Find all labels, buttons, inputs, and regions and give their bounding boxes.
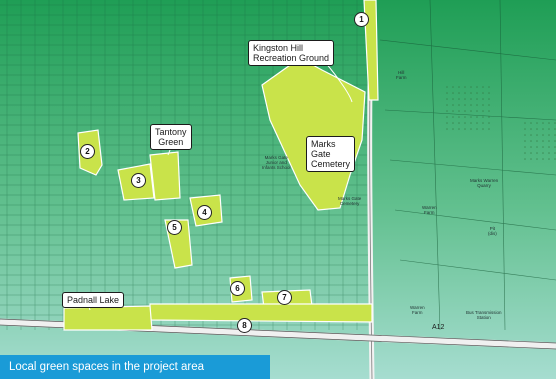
label-pit-disused: Pit (dis) bbox=[488, 226, 497, 236]
woodland bbox=[445, 85, 490, 130]
marker-7[interactable]: 7 bbox=[277, 290, 292, 305]
woodland bbox=[520, 120, 556, 160]
green-spaces bbox=[63, 0, 379, 331]
callout-kingston-hill: Kingston Hill Recreation Ground bbox=[248, 40, 335, 66]
label-warren-farm: Warren Farm bbox=[410, 305, 425, 315]
map-caption: Local green spaces in the project area bbox=[0, 355, 270, 379]
green-space-8 bbox=[149, 303, 373, 323]
label-a12: A12 bbox=[432, 324, 445, 331]
green-space-padnall bbox=[63, 305, 153, 331]
green-space-tantony bbox=[149, 151, 181, 201]
label-hill-farm: Hill Farm bbox=[396, 70, 407, 80]
field-boundaries bbox=[379, 0, 556, 331]
green-space-cemetery bbox=[261, 57, 366, 211]
label-warren-farm-top: Warren Farm bbox=[422, 205, 437, 215]
marker-3[interactable]: 3 bbox=[131, 173, 146, 188]
label-marks-gate-school: Marks Gate Junior and Infants School bbox=[262, 155, 291, 170]
marker-2[interactable]: 2 bbox=[80, 144, 95, 159]
green-space-1 bbox=[363, 0, 379, 101]
marker-5[interactable]: 5 bbox=[167, 220, 182, 235]
callout-tantony-green: Tantony Green bbox=[150, 124, 192, 150]
label-marks-gate-cemetery-small: Marks Gate Cemetery bbox=[338, 196, 362, 206]
label-marks-warren-quarry: Marks Warren Quarry bbox=[470, 178, 499, 188]
label-bus-station: Bus Transmission Station bbox=[466, 310, 502, 320]
marker-1[interactable]: 1 bbox=[354, 12, 369, 27]
marker-8[interactable]: 8 bbox=[237, 318, 252, 333]
callout-marks-gate-cemetery: Marks Gate Cemetery bbox=[306, 136, 356, 172]
callout-padnall-lake: Padnall Lake bbox=[62, 292, 125, 308]
leader-kingston bbox=[324, 61, 353, 103]
marker-6[interactable]: 6 bbox=[230, 281, 245, 296]
marker-4[interactable]: 4 bbox=[197, 205, 212, 220]
